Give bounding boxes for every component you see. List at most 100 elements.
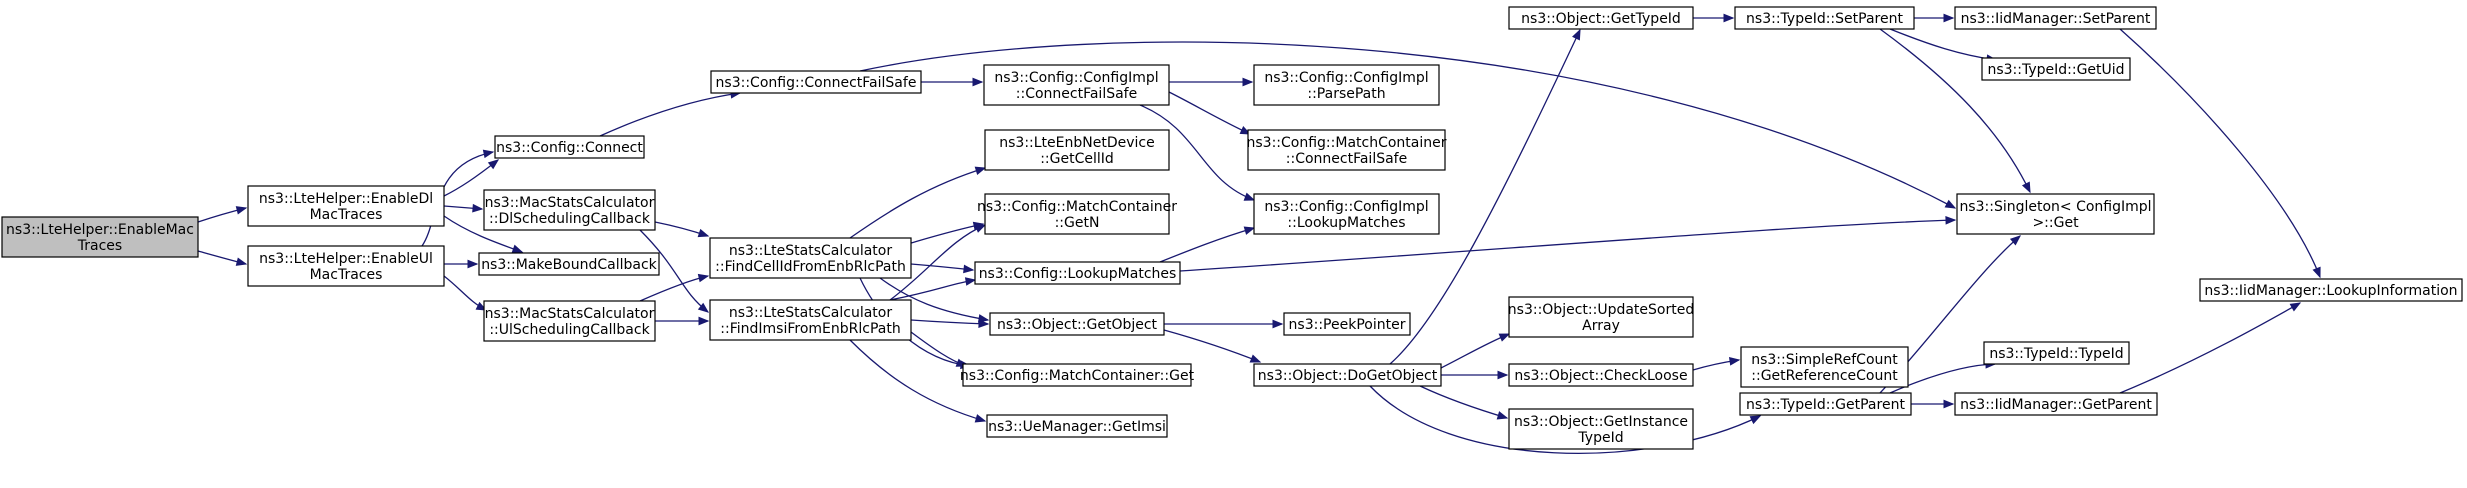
arrowhead bbox=[1944, 199, 1957, 209]
node-dogetobject[interactable]: ns3::Object::DoGetObject bbox=[1253, 363, 1442, 387]
node-box bbox=[1, 216, 199, 258]
node-gettypeid[interactable]: ns3::Object::GetTypeId bbox=[1508, 6, 1694, 30]
edge-findcellid-to-lookupmatches bbox=[910, 263, 975, 274]
arrowhead bbox=[1572, 28, 1581, 41]
node-label: ns3::Config::MatchContainer::Get bbox=[960, 368, 1195, 384]
edge-line bbox=[1879, 28, 2031, 193]
edge-getobject-to-dogetobject bbox=[1163, 329, 1262, 363]
node-label: ::LookupMatches bbox=[1287, 215, 1405, 231]
node-configconnect[interactable]: ns3::Config::Connect bbox=[494, 135, 645, 159]
edge-setparent-to-singletonget bbox=[1879, 28, 2031, 194]
edge-setparent-to-getuid bbox=[1889, 28, 1998, 63]
edge-gettypeid-to-setparent bbox=[1693, 13, 1735, 23]
node-peekpointer[interactable]: ns3::PeekPointer bbox=[1283, 312, 1411, 336]
node-box bbox=[1508, 6, 1694, 30]
node-checkloose[interactable]: ns3::Object::CheckLoose bbox=[1508, 363, 1694, 387]
node-mcget[interactable]: ns3::Config::MatchContainer::Get bbox=[960, 363, 1195, 387]
node-box bbox=[983, 64, 1170, 106]
node-box bbox=[483, 300, 656, 342]
edge-line bbox=[2119, 28, 2321, 278]
arrowhead bbox=[963, 264, 975, 274]
node-label: ns3::LteStatsCalculator bbox=[729, 305, 892, 321]
node-box bbox=[1253, 193, 1440, 235]
node-findcellid[interactable]: ns3::LteStatsCalculator::FindCellIdFromE… bbox=[709, 237, 912, 279]
node-label: MacTraces bbox=[310, 207, 383, 223]
node-label: ns3::TypeId::GetUid bbox=[1987, 62, 2124, 78]
edge-findimsi-to-mcget bbox=[910, 331, 968, 367]
node-ulsched[interactable]: ns3::MacStatsCalculator::UlSchedulingCal… bbox=[483, 300, 656, 342]
edge-enableul-to-ulsched bbox=[443, 275, 488, 311]
node-label: ns3::IidManager::SetParent bbox=[1961, 11, 2151, 27]
node-label: ns3::LteHelper::EnableMac bbox=[6, 222, 194, 238]
edge-line bbox=[2119, 302, 2301, 394]
node-box bbox=[1739, 392, 1912, 416]
node-label: ns3::MakeBoundCallback bbox=[481, 257, 657, 273]
edge-configconnect-to-connectfailsafe bbox=[599, 90, 742, 137]
node-iidgetparent[interactable]: ns3::IidManager::GetParent bbox=[1954, 392, 2158, 416]
edge-configimplconnectfailsafe-to-implookupmatches bbox=[1139, 104, 1256, 201]
node-mcconnectfailsafe[interactable]: ns3::Config::MatchContainer::ConnectFail… bbox=[1247, 129, 1447, 171]
node-typeidtypeid[interactable]: ns3::TypeId::TypeId bbox=[1983, 341, 2130, 365]
node-lookupmatches[interactable]: ns3::Config::LookupMatches bbox=[974, 261, 1181, 285]
node-lookupinformation[interactable]: ns3::IidManager::LookupInformation bbox=[2199, 278, 2463, 302]
node-label: ns3::Config::MatchContainer bbox=[977, 199, 1177, 215]
edge-getobject-to-peekpointer bbox=[1164, 319, 1284, 329]
arrowhead bbox=[697, 302, 710, 313]
edge-configimplconnectfailsafe-to-parsepath bbox=[1169, 77, 1254, 87]
edge-line bbox=[859, 41, 1956, 209]
edge-enableul-to-makeboundcallback bbox=[444, 259, 479, 269]
node-box bbox=[494, 135, 645, 159]
node-box bbox=[709, 299, 912, 341]
node-label: ns3::Singleton< ConfigImpl bbox=[1959, 199, 2151, 215]
node-label: ns3::Object::GetObject bbox=[997, 317, 1158, 333]
node-box bbox=[247, 185, 445, 227]
node-label: ns3::PeekPointer bbox=[1289, 317, 1406, 333]
edge-enabledl-to-makeboundcallback bbox=[443, 215, 524, 253]
node-getcellid[interactable]: ns3::LteEnbNetDevice::GetCellId bbox=[984, 129, 1170, 171]
edge-line bbox=[849, 167, 986, 239]
node-singletonget[interactable]: ns3::Singleton< ConfigImpl >::Get bbox=[1956, 193, 2155, 235]
node-iidsetparent[interactable]: ns3::IidManager::SetParent bbox=[1954, 6, 2157, 30]
edge-findcellid-to-getcellid bbox=[849, 166, 987, 239]
edge-findcellid-to-getobject bbox=[879, 277, 990, 323]
node-label: ns3::IidManager::LookupInformation bbox=[2204, 283, 2457, 299]
node-parsepath[interactable]: ns3::Config::ConfigImpl::ParsePath bbox=[1253, 64, 1440, 106]
node-box bbox=[962, 363, 1192, 387]
edge-dogetobject-to-getinstancetypeid bbox=[1419, 385, 1509, 420]
edge-line bbox=[1159, 227, 1255, 263]
node-connectfailsafe[interactable]: ns3::Config::ConnectFailSafe bbox=[710, 70, 922, 94]
node-configimplconnectfailsafe[interactable]: ns3::Config::ConfigImpl::ConnectFailSafe bbox=[983, 64, 1170, 106]
node-dlsched[interactable]: ns3::MacStatsCalculator::DlSchedulingCal… bbox=[483, 189, 656, 231]
node-label: ns3::Config::ConfigImpl bbox=[1264, 199, 1428, 215]
edge-iidsetparent-to-lookupinformation bbox=[2119, 28, 2321, 279]
node-implookupmatches[interactable]: ns3::Config::ConfigImpl::LookupMatches bbox=[1253, 193, 1440, 235]
node-getimsi[interactable]: ns3::UeManager::GetImsi bbox=[986, 414, 1168, 438]
node-getreferencecount[interactable]: ns3::SimpleRefCount::GetReferenceCount bbox=[1740, 346, 1909, 388]
node-label: ns3::UeManager::GetImsi bbox=[988, 419, 1166, 435]
edge-line bbox=[639, 229, 709, 313]
node-box bbox=[1253, 64, 1440, 106]
node-box bbox=[984, 193, 1170, 235]
node-findimsi[interactable]: ns3::LteStatsCalculator::FindImsiFromEnb… bbox=[709, 299, 912, 341]
node-makeboundcallback[interactable]: ns3::MakeBoundCallback bbox=[478, 252, 660, 276]
node-label: ::UlSchedulingCallback bbox=[489, 322, 650, 338]
arrowhead bbox=[1243, 192, 1256, 201]
node-getn[interactable]: ns3::Config::MatchContainer::GetN bbox=[977, 193, 1177, 235]
edge-dlsched-to-findcellid bbox=[654, 221, 710, 238]
node-label: ns3::Object::UpdateSorted bbox=[1508, 302, 1694, 318]
node-typeidgetparent[interactable]: ns3::TypeId::GetParent bbox=[1739, 392, 1912, 416]
edge-line bbox=[910, 331, 967, 367]
arrowhead bbox=[1498, 333, 1511, 342]
node-getobject[interactable]: ns3::Object::GetObject bbox=[989, 312, 1165, 336]
node-box bbox=[1740, 346, 1909, 388]
node-getuid[interactable]: ns3::TypeId::GetUid bbox=[1981, 57, 2131, 81]
node-setparent[interactable]: ns3::TypeId::SetParent bbox=[1734, 6, 1915, 30]
node-box bbox=[1253, 363, 1442, 387]
node-label: ns3::Config::ConfigImpl bbox=[1264, 70, 1428, 86]
